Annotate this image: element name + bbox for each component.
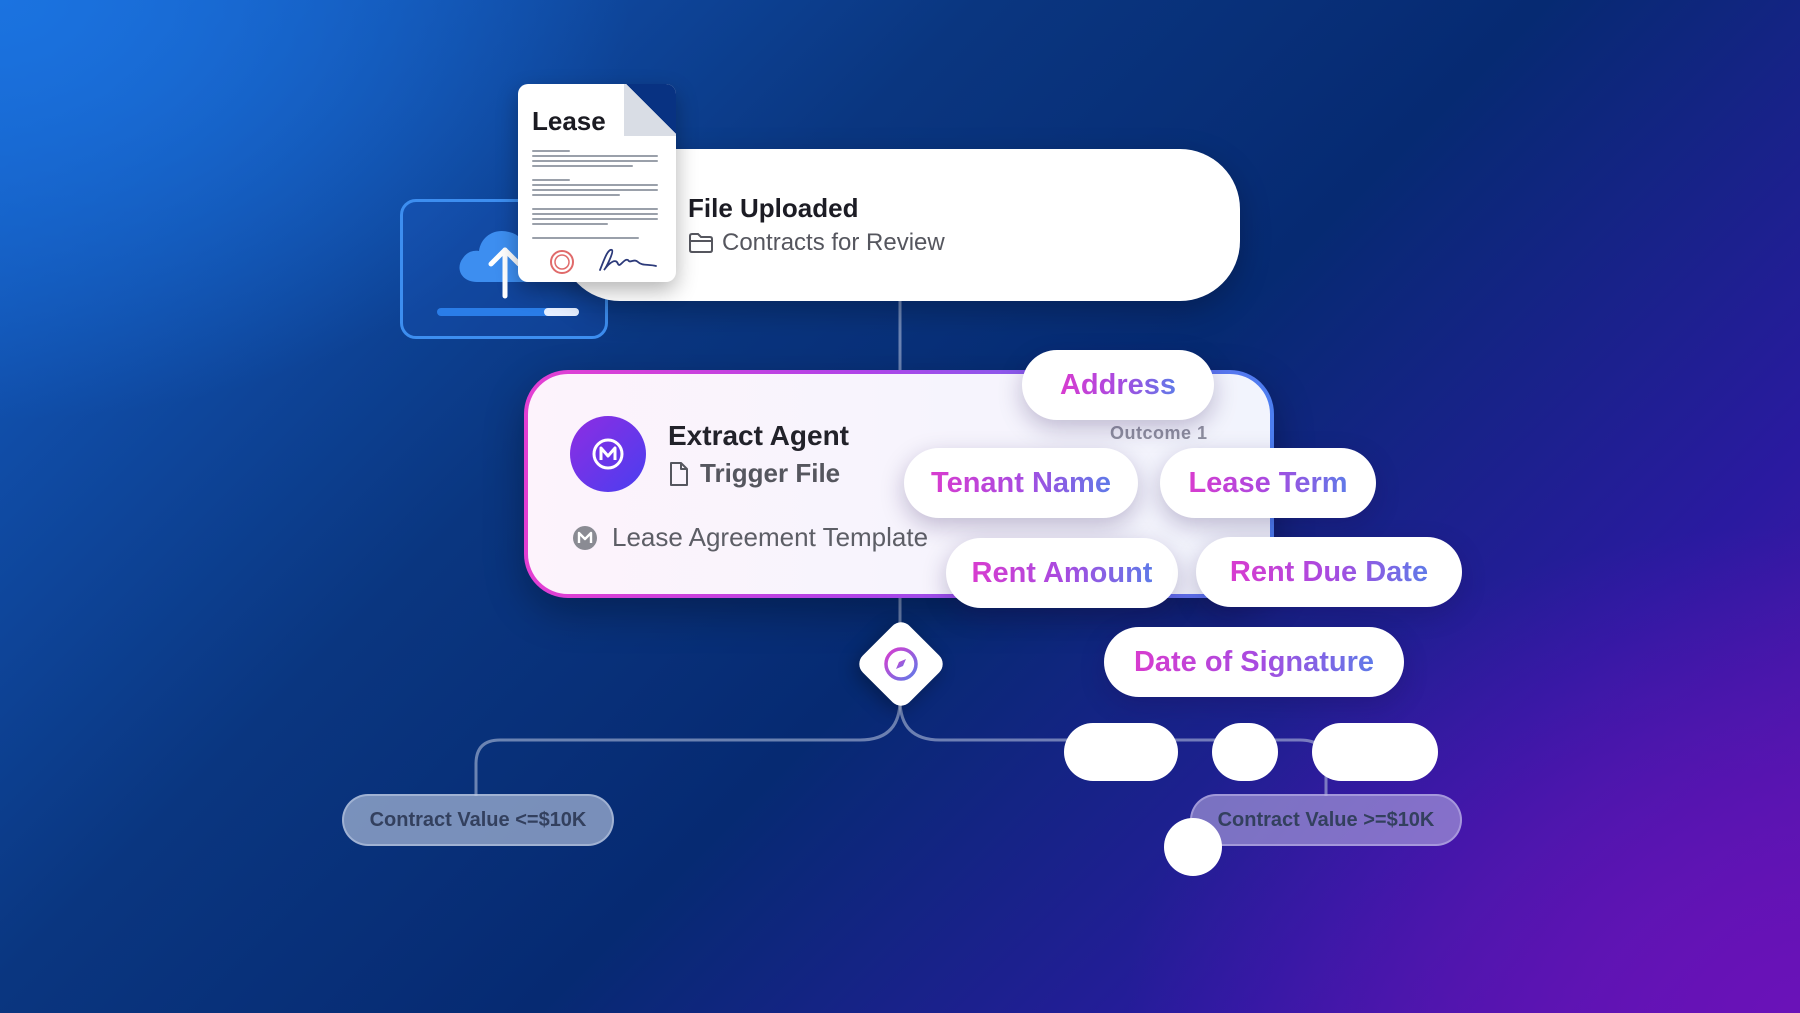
template-name: Lease Agreement Template (612, 522, 929, 552)
lease-document-title: Lease (532, 106, 606, 136)
blank-pill (1212, 723, 1278, 781)
folder-row: Contracts for Review (688, 229, 945, 257)
field-label: Tenant Name (931, 466, 1111, 499)
agent-logo-icon (570, 416, 646, 492)
field-label: Rent Amount (971, 556, 1153, 589)
field-label: Lease Term (1188, 466, 1348, 499)
blank-pill (1064, 723, 1178, 781)
upload-progress-bar (437, 308, 579, 316)
lease-document: Lease (518, 84, 676, 282)
signature-icon (599, 248, 657, 271)
field-pill-date-of-signature[interactable]: Date of Signature (1104, 627, 1404, 697)
lease-text-lines (532, 150, 658, 242)
agent-title: Extract Agent (668, 420, 850, 451)
field-label: Date of Signature (1133, 645, 1375, 678)
branch-label-low-value[interactable]: Contract Value <=$10K (342, 794, 614, 846)
file-uploaded-title: File Uploaded (688, 193, 859, 223)
branch-label-high-value[interactable]: Contract Value >=$10K (1190, 794, 1462, 846)
field-pill-address[interactable]: Address (1022, 350, 1214, 420)
blank-pill (1312, 723, 1438, 781)
page-fold (624, 84, 676, 136)
compass-icon (880, 643, 922, 685)
seal-icon (550, 250, 574, 274)
outcome-label: Outcome 1 (1110, 423, 1208, 443)
field-label: Address (1059, 368, 1177, 401)
field-pill-lease-term[interactable]: Lease Term (1160, 448, 1376, 518)
template-logo-icon (573, 525, 597, 550)
template-row: Lease Agreement Template (572, 522, 928, 553)
folder-name: Contracts for Review (722, 229, 945, 256)
field-pill-rent-amount[interactable]: Rent Amount (946, 538, 1178, 608)
file-icon (670, 461, 688, 486)
field-label: Rent Due Date (1229, 555, 1429, 588)
trigger-label: Trigger File (700, 458, 841, 488)
folder-icon (689, 233, 713, 253)
upload-progress-fill (543, 308, 579, 316)
trigger-row: Trigger File (668, 458, 840, 489)
field-pill-tenant-name[interactable]: Tenant Name (904, 448, 1138, 518)
drag-dot (1164, 818, 1222, 876)
field-pill-rent-due-date[interactable]: Rent Due Date (1196, 537, 1462, 607)
